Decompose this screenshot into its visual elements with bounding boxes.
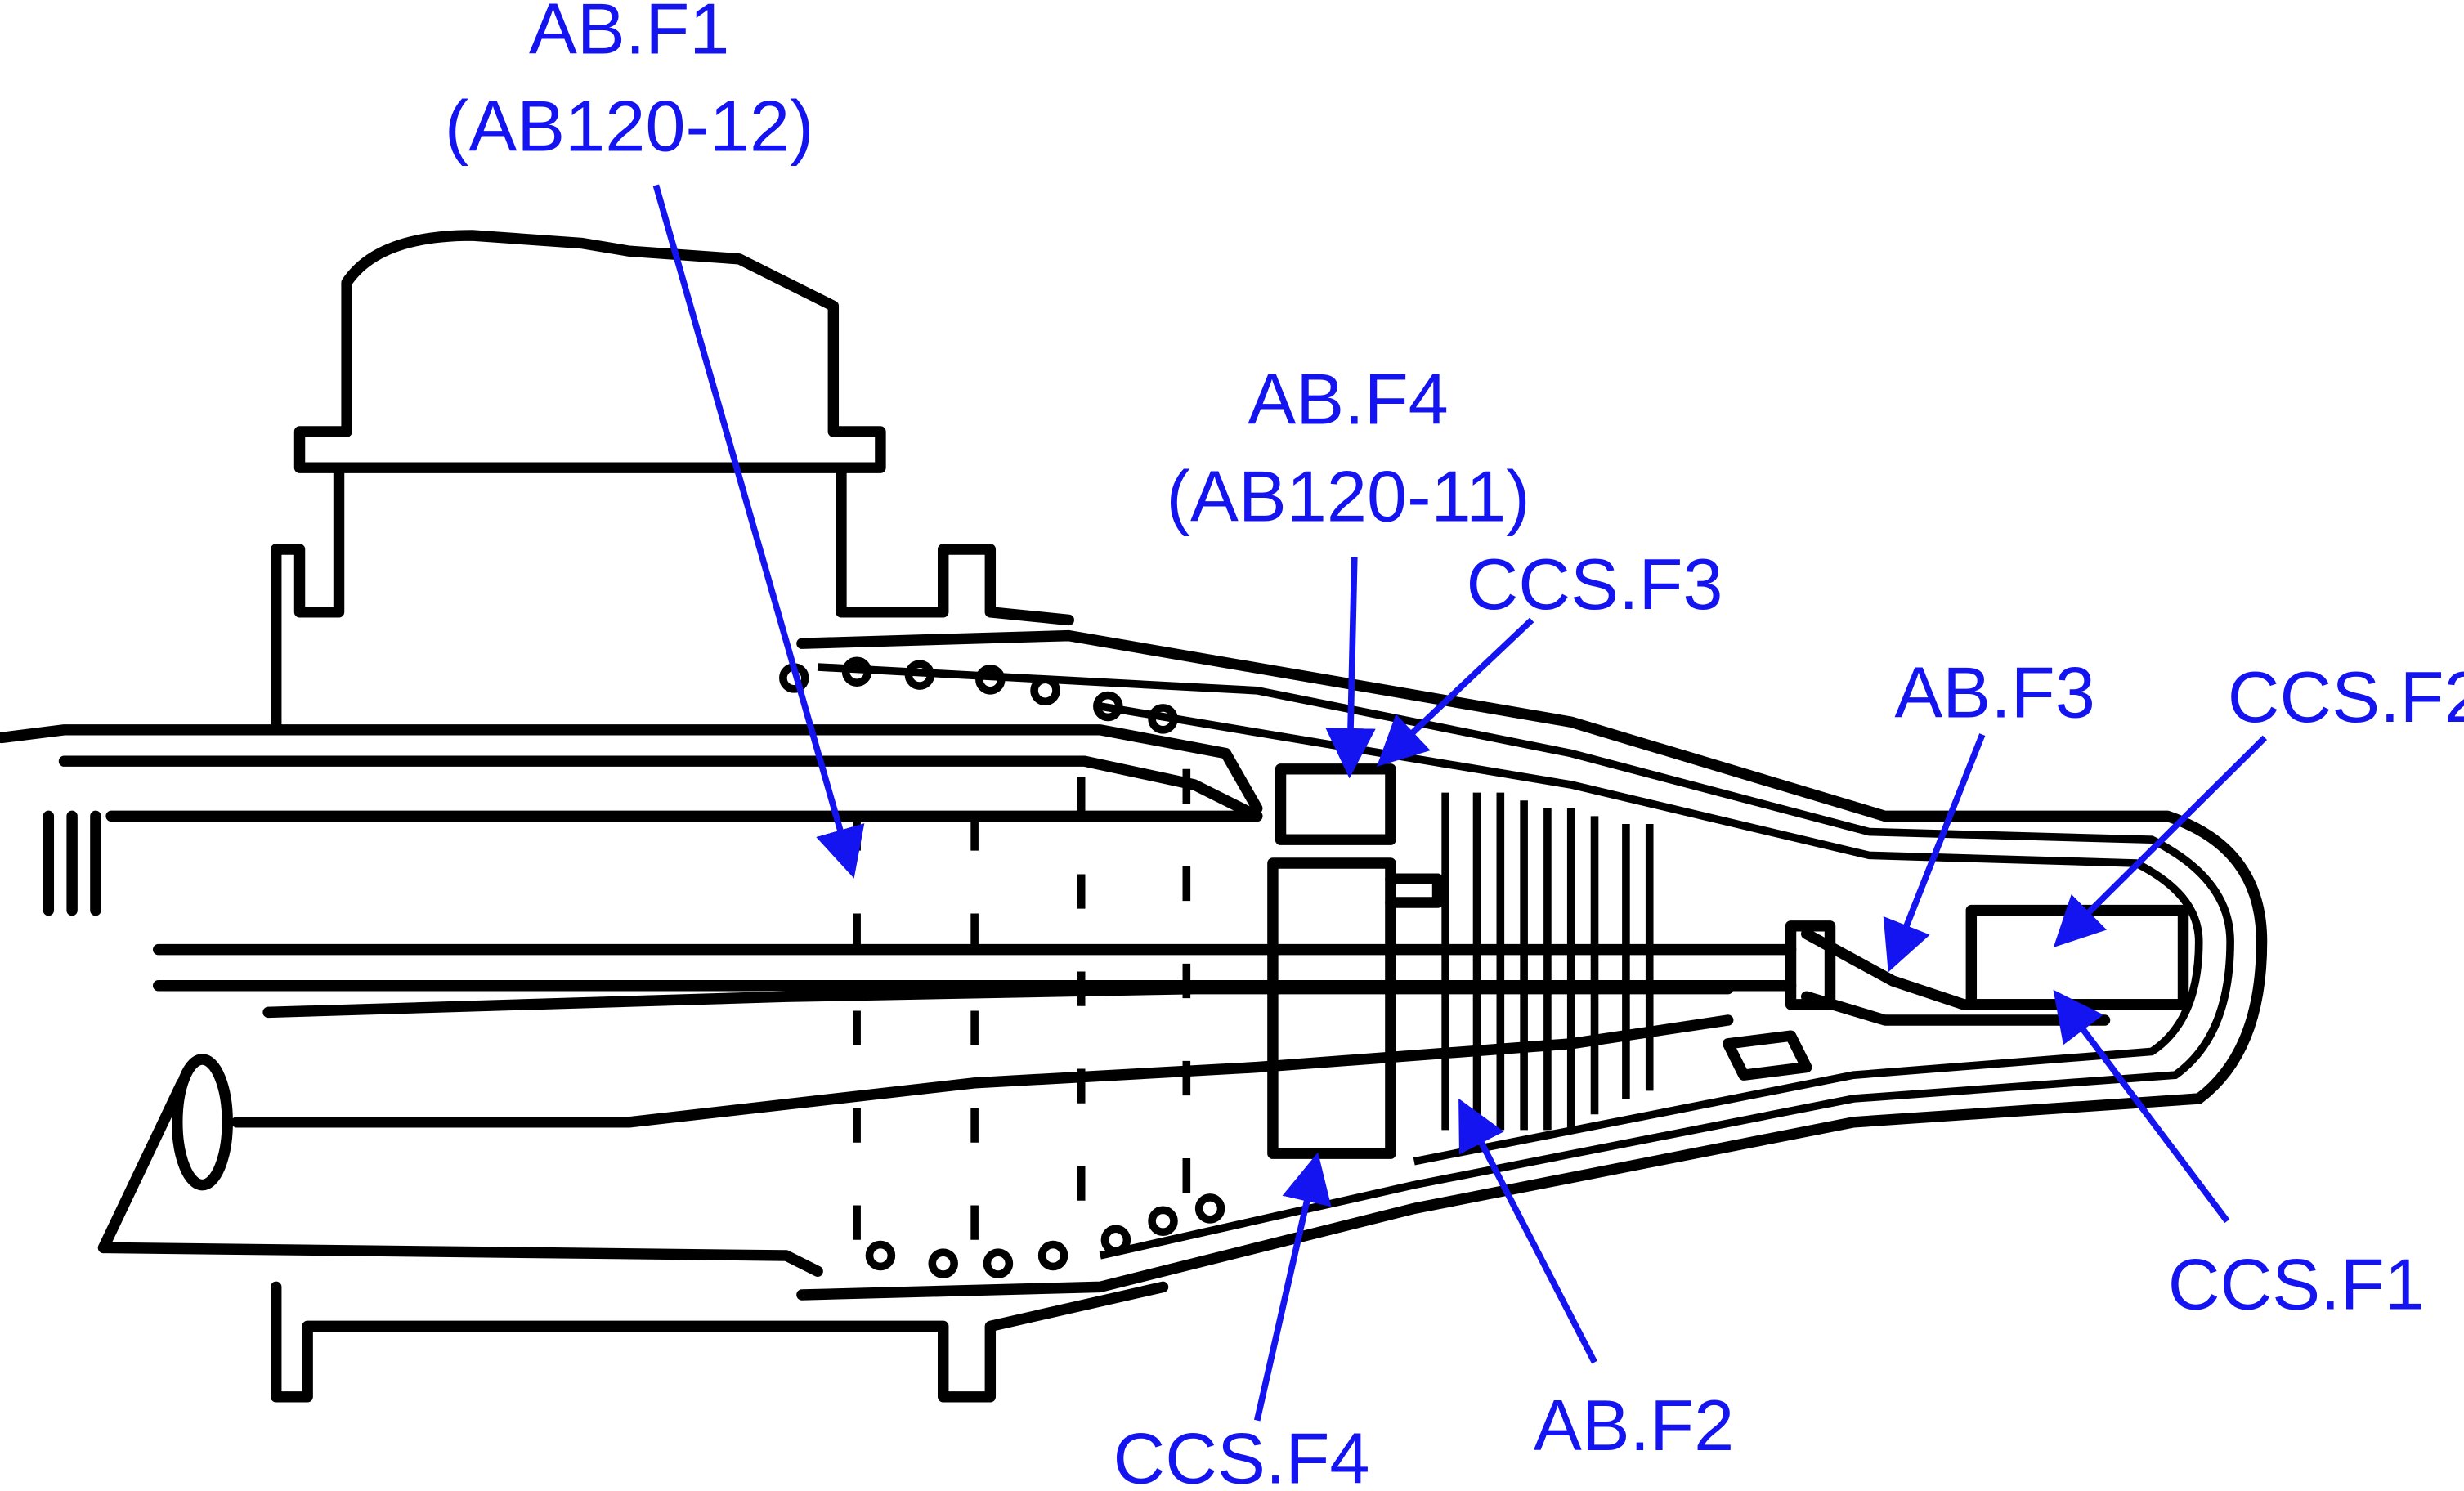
callout-ab-f4: AB.F4 (AB120-11) <box>1167 358 1530 779</box>
callout-ccs-f4: CCS.F4 <box>1113 1152 1370 1491</box>
label-ccs-f1: CCS.F1 <box>2168 1243 2425 1324</box>
label-ccs-f3: CCS.F3 <box>1466 544 1723 625</box>
label-ab-f3: AB.F3 <box>1894 651 2094 732</box>
label-ab-f1-part: (AB120-12) <box>445 85 814 166</box>
callout-ab-f2: AB.F2 <box>1458 1098 1734 1466</box>
label-ccs-f2: CCS.F2 <box>2228 656 2464 737</box>
callout-ccs-f2: CCS.F2 <box>2053 656 2464 947</box>
callout-ccs-f1: CCS.F1 <box>2053 989 2425 1324</box>
arrow-ccs-f4 <box>1253 1152 1332 1422</box>
arrow-ccs-f3 <box>1377 617 1534 767</box>
arrow-ab-f2 <box>1458 1098 1597 1364</box>
callout-ab-f1: AB.F1 (AB120-12) <box>445 0 865 879</box>
label-ab-f4-part: (AB120-11) <box>1167 455 1530 536</box>
label-ab-f4: AB.F4 <box>1248 358 1448 439</box>
label-ab-f1: AB.F1 <box>529 0 729 69</box>
arrow-ccs-f1 <box>2053 989 2230 1224</box>
arrow-ab-f1 <box>652 184 865 879</box>
callout-ab-f3: AB.F3 <box>1883 651 2095 973</box>
arrow-ccs-f2 <box>2053 735 2268 947</box>
label-ccs-f4: CCS.F4 <box>1113 1417 1369 1491</box>
label-ab-f2: AB.F2 <box>1534 1385 1734 1466</box>
arrow-ab-f4 <box>1325 557 1376 779</box>
arrow-ab-f3 <box>1883 733 1986 973</box>
callout-ccs-f3: CCS.F3 <box>1377 544 1723 767</box>
engine-outline <box>0 230 2268 1403</box>
